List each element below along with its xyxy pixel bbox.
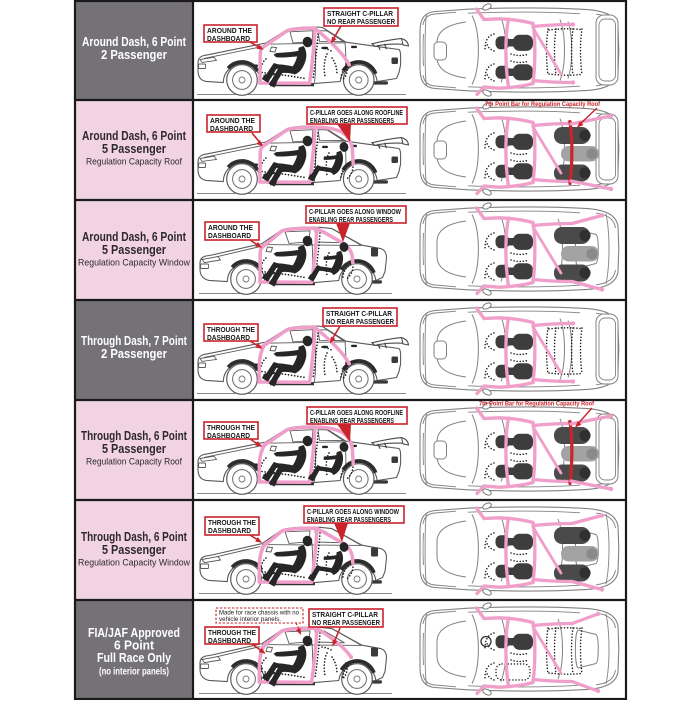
svg-text:C-PILLAR GOES ALONG ROOFLINE: C-PILLAR GOES ALONG ROOFLINE <box>310 110 403 117</box>
svg-text:6 Point: 6 Point <box>114 639 155 653</box>
svg-text:Regulation Capacity Roof: Regulation Capacity Roof <box>86 457 182 468</box>
svg-text:DASHBOARD: DASHBOARD <box>207 335 250 342</box>
svg-text:Made for race chassis with no: Made for race chassis with no <box>219 610 299 617</box>
svg-text:5 Passenger: 5 Passenger <box>102 543 166 557</box>
svg-text:NO REAR PASSENGER: NO REAR PASSENGER <box>312 620 380 627</box>
svg-text:THROUGH THE: THROUGH THE <box>207 327 255 334</box>
svg-text:7th Point Bar for Regulation C: 7th Point Bar for Regulation Capacity Ro… <box>479 401 595 408</box>
svg-text:5 Passenger: 5 Passenger <box>102 243 166 257</box>
svg-text:NO REAR PASSENGER: NO REAR PASSENGER <box>326 319 394 326</box>
svg-text:Regulation Capacity Window: Regulation Capacity Window <box>78 258 190 269</box>
svg-text:STRAIGHT C-PILLAR: STRAIGHT C-PILLAR <box>312 612 378 619</box>
svg-text:5 Passenger: 5 Passenger <box>102 442 166 456</box>
svg-text:Around Dash, 6 Point: Around Dash, 6 Point <box>82 129 187 143</box>
svg-text:THROUGH THE: THROUGH THE <box>208 520 256 527</box>
svg-text:DASHBOARD: DASHBOARD <box>210 126 253 133</box>
svg-text:vehicle interior panels.: vehicle interior panels. <box>219 616 281 623</box>
svg-text:(no interior panels): (no interior panels) <box>99 667 169 678</box>
svg-text:ENABLING REAR PASSENGERS: ENABLING REAR PASSENGERS <box>310 118 394 125</box>
svg-text:2 Passenger: 2 Passenger <box>101 347 167 361</box>
svg-text:ENABLING REAR PASSENGERS: ENABLING REAR PASSENGERS <box>309 217 393 224</box>
svg-text:AROUND THE: AROUND THE <box>210 118 255 125</box>
svg-text:THROUGH THE: THROUGH THE <box>208 630 256 637</box>
svg-text:Through Dash, 6 Point: Through Dash, 6 Point <box>81 530 188 544</box>
svg-text:Through Dash, 7 Point: Through Dash, 7 Point <box>81 334 188 348</box>
svg-text:ENABLING REAR PASSENGERS: ENABLING REAR PASSENGERS <box>310 418 394 425</box>
svg-text:C-PILLAR GOES ALONG ROOFLINE: C-PILLAR GOES ALONG ROOFLINE <box>310 410 403 417</box>
svg-text:AROUND THE: AROUND THE <box>208 225 253 232</box>
svg-text:5 Passenger: 5 Passenger <box>102 142 166 156</box>
svg-text:Full Race Only: Full Race Only <box>97 651 171 665</box>
svg-text:NO REAR PASSENGER: NO REAR PASSENGER <box>327 19 395 26</box>
svg-text:DASHBOARD: DASHBOARD <box>208 233 251 240</box>
svg-text:Regulation Capacity Roof: Regulation Capacity Roof <box>86 157 182 168</box>
svg-text:STRAIGHT C-PILLAR: STRAIGHT C-PILLAR <box>326 311 392 318</box>
svg-text:2 Passenger: 2 Passenger <box>101 48 167 62</box>
svg-text:DASHBOARD: DASHBOARD <box>207 433 250 440</box>
svg-text:Around Dash, 6 Point: Around Dash, 6 Point <box>82 35 187 49</box>
svg-text:DASHBOARD: DASHBOARD <box>208 528 251 535</box>
svg-text:C-PILLAR GOES ALONG WINDOW: C-PILLAR GOES ALONG WINDOW <box>309 209 401 216</box>
svg-text:C-PILLAR GOES ALONG WINDOW: C-PILLAR GOES ALONG WINDOW <box>307 509 399 516</box>
svg-text:THROUGH THE: THROUGH THE <box>207 425 255 432</box>
svg-text:FIA/JAF Approved: FIA/JAF Approved <box>88 626 180 640</box>
svg-text:7th Point Bar for Regulation C: 7th Point Bar for Regulation Capacity Ro… <box>485 101 601 108</box>
svg-text:AROUND THE: AROUND THE <box>207 28 252 35</box>
svg-text:ENABLING REAR PASSENGERS: ENABLING REAR PASSENGERS <box>307 517 391 524</box>
svg-text:DASHBOARD: DASHBOARD <box>207 36 250 43</box>
svg-text:STRAIGHT C-PILLAR: STRAIGHT C-PILLAR <box>327 11 393 18</box>
svg-text:Through Dash, 6 Point: Through Dash, 6 Point <box>81 429 188 443</box>
svg-text:Regulation Capacity Window: Regulation Capacity Window <box>78 558 190 569</box>
svg-text:Around Dash, 6 Point: Around Dash, 6 Point <box>82 230 187 244</box>
svg-text:DASHBOARD: DASHBOARD <box>208 638 251 645</box>
